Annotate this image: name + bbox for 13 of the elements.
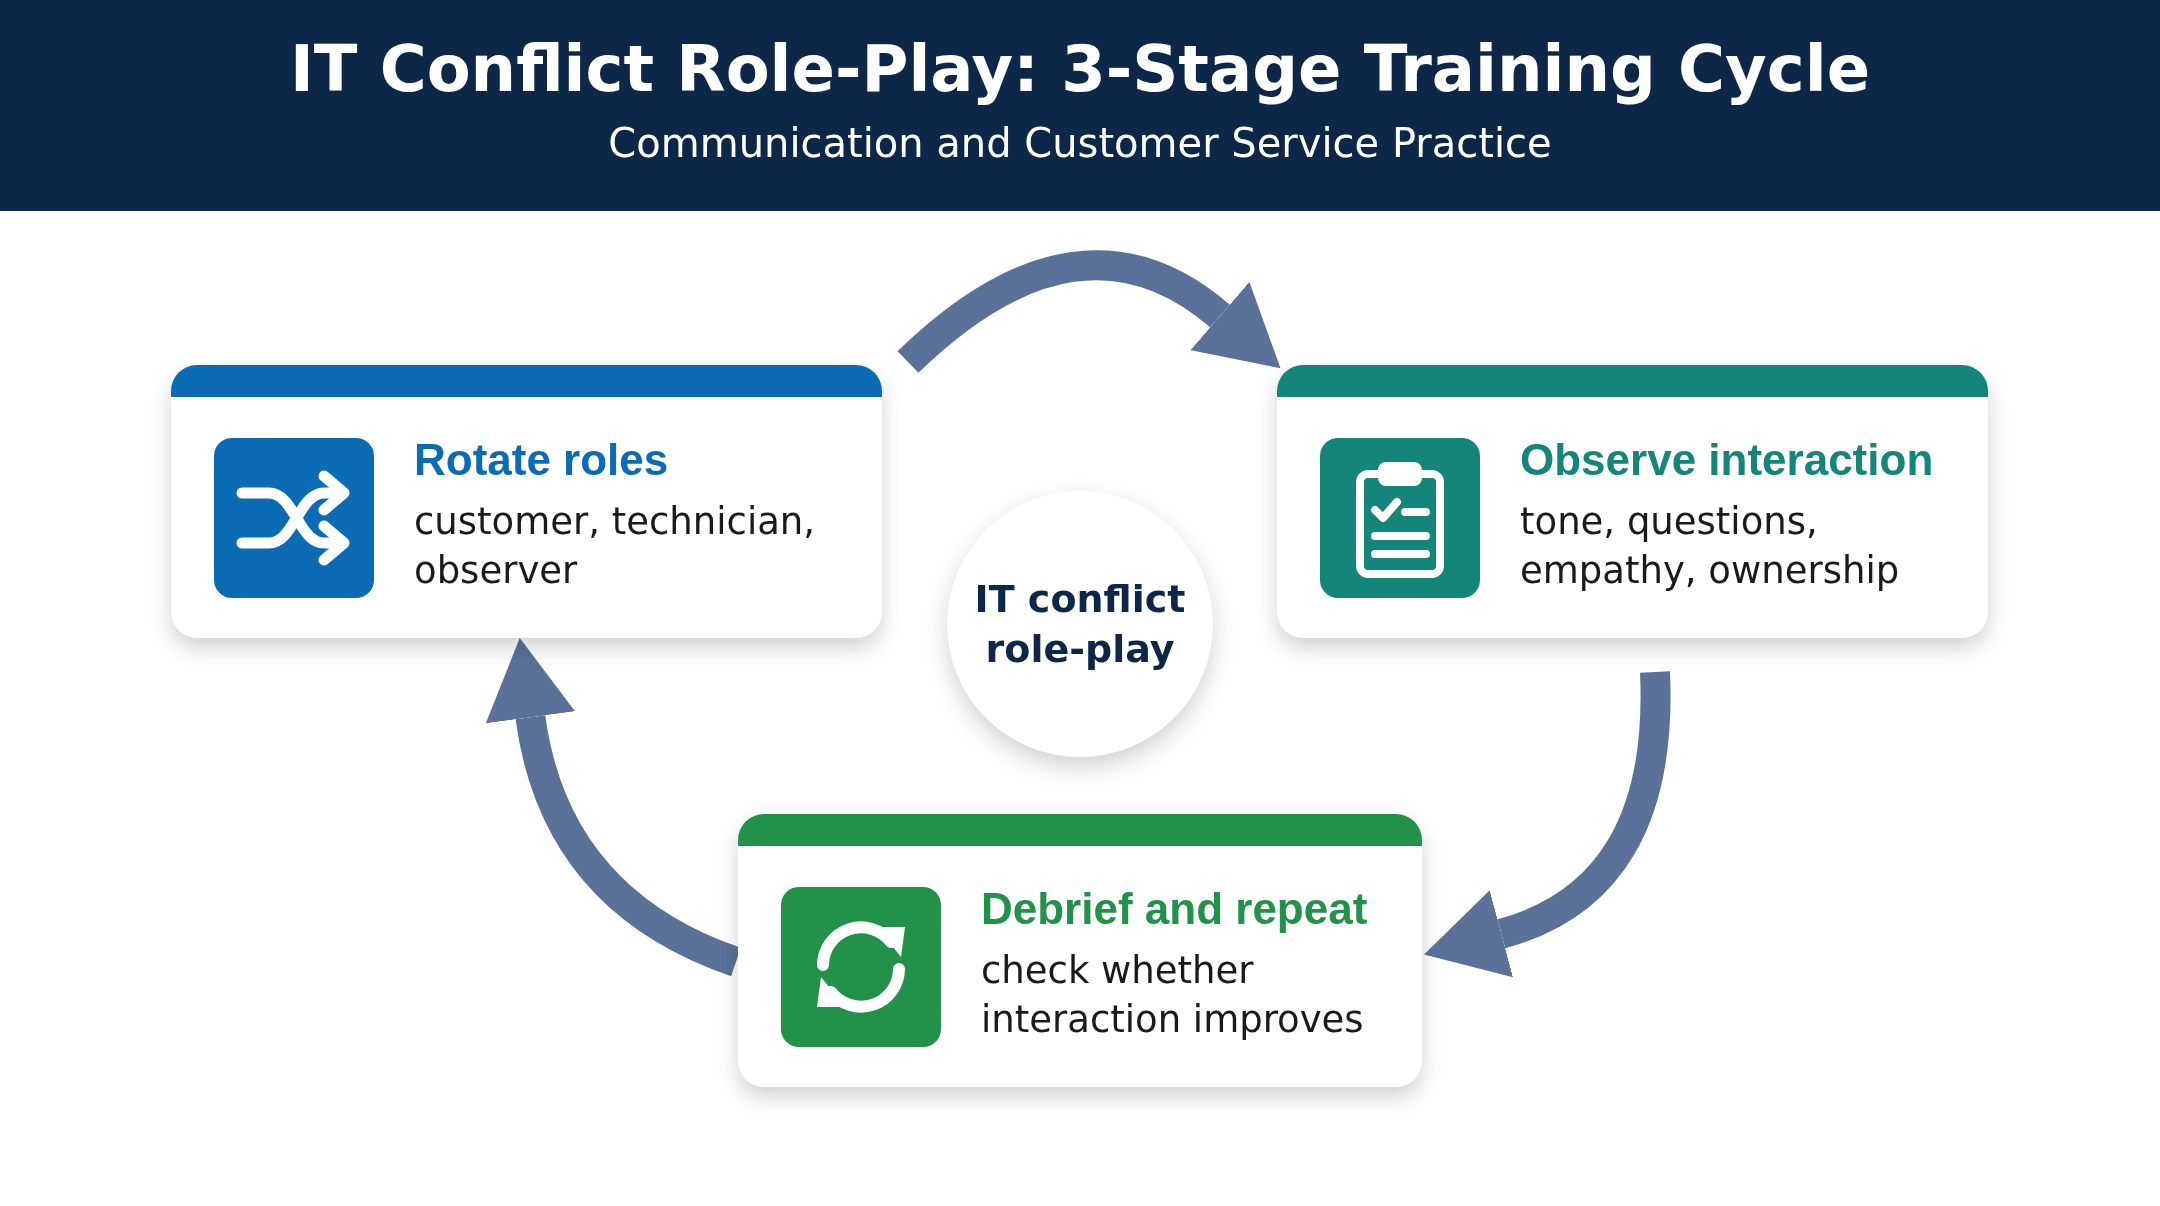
stage-description: tone, questions, empathy, ownership [1520, 499, 1901, 594]
stage-card [171, 365, 882, 638]
stage-description: customer, technician, observer [414, 499, 817, 594]
center-label: IT conflict role-play [973, 576, 1187, 673]
title: IT Conflict Role-Play: 3-Stage Training Cycle [288, 32, 1872, 106]
subtitle: Communication and Customer Service Practice [607, 120, 1553, 166]
cycle-arrow [1425, 671, 1671, 977]
stage-description: check whether interaction improves [981, 948, 1365, 1043]
stage-heading: Rotate roles [414, 435, 669, 485]
stage-card [738, 814, 1422, 1087]
stage-card [1277, 365, 1988, 638]
stage-heading: Debrief and repeat [981, 884, 1368, 934]
stage-heading: Observe interaction [1520, 435, 1934, 485]
